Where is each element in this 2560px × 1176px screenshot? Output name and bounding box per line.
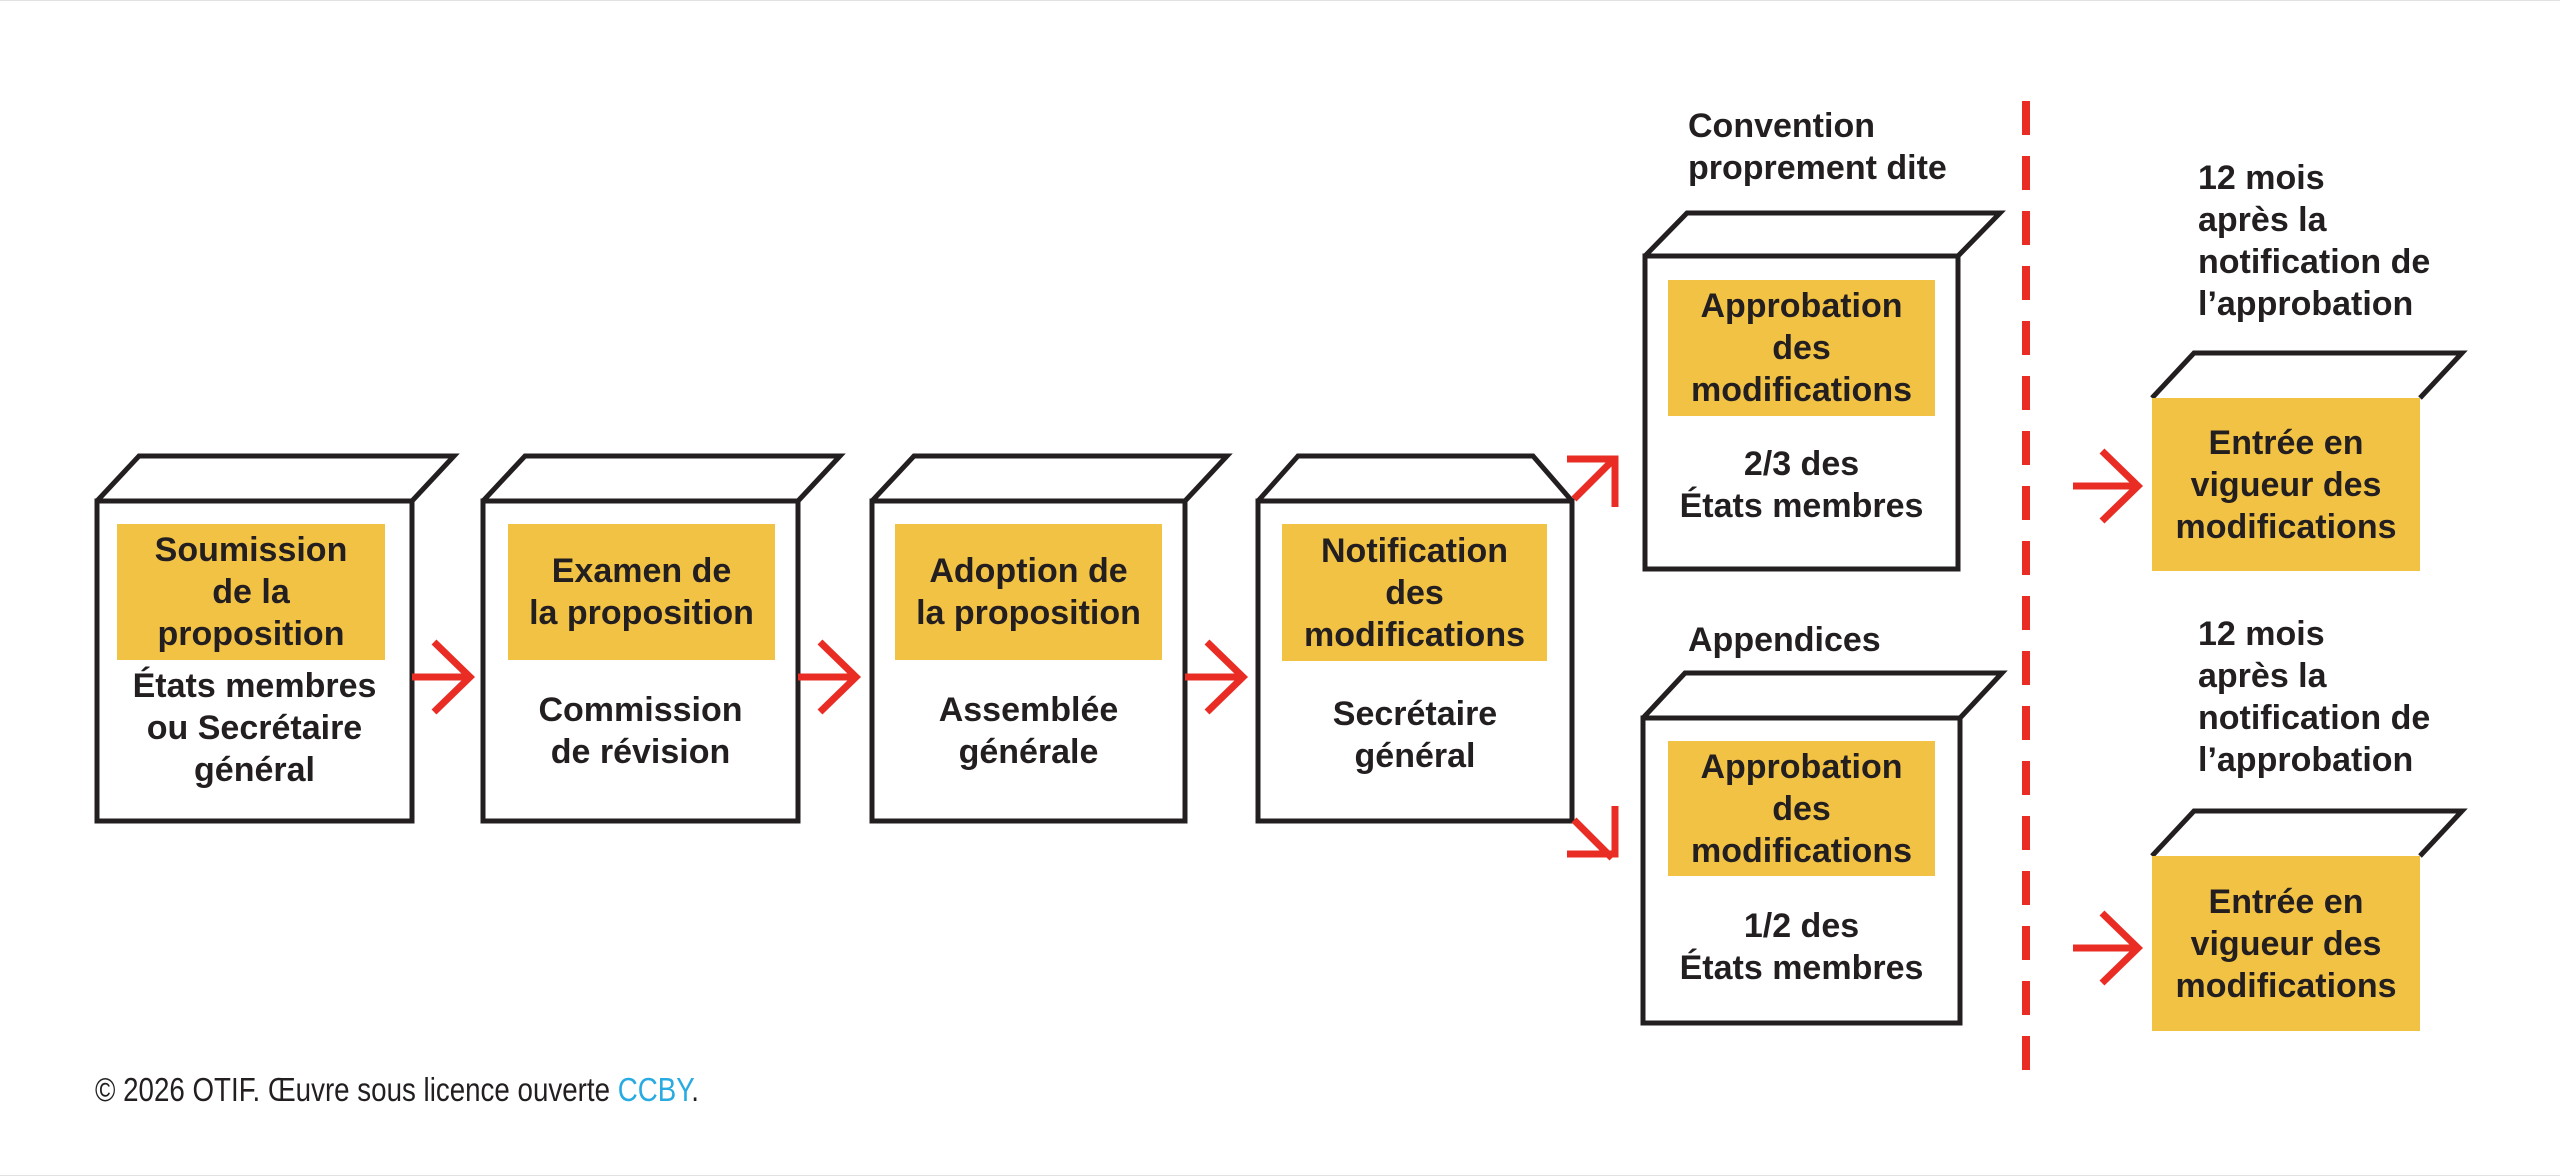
license-link[interactable]: CCBY (617, 1071, 692, 1108)
entry-arrow-2-icon (2073, 910, 2144, 986)
branch-down-arrow-icon (1567, 806, 1619, 861)
outcome-2-delay-label: 12 mois après la notification de l’appro… (2198, 615, 2431, 779)
branch-1-step-label: Approbation des modifications (1668, 280, 1935, 416)
outcome-1-delay-label: 12 mois après la notification de l’appro… (2198, 159, 2431, 323)
branch-1-heading: Convention proprement dite (1688, 107, 1947, 187)
flow-arrow-1-icon (412, 639, 476, 715)
branch-2-step-label: Approbation des modifications (1668, 741, 1935, 876)
entry-box-2-lid-shape (2150, 808, 2468, 858)
stage-2-step-label: Examen de la proposition (508, 524, 775, 660)
flow-arrow-2-icon (798, 639, 862, 715)
entry-box-1-lid-shape (2150, 350, 2468, 400)
stage-3-step-label: Adoption de la proposition (895, 524, 1162, 660)
branch-2-quorum-label: 1/2 des États membres (1679, 907, 1924, 987)
branch-2-heading: Appendices (1688, 621, 1881, 659)
outcome-1-result-label: Entrée en vigueur des modifications (2152, 398, 2420, 571)
branch-up-arrow-icon (1567, 455, 1619, 507)
stage-1-actor-label: États membres ou Secrétaire général (132, 667, 377, 789)
outcome-2-result-label: Entrée en vigueur des modifications (2152, 856, 2420, 1031)
stage-1-step-label: Soumission de la proposition (117, 524, 385, 660)
stage-2-actor-label: Commission de révision (538, 691, 743, 771)
stage-4-step-label: Notification des modifications (1282, 524, 1547, 661)
entry-arrow-1-icon (2073, 448, 2144, 524)
branch-1-quorum-label: 2/3 des États membres (1679, 445, 1924, 525)
stage-4-actor-label: Secrétaire général (1332, 695, 1498, 775)
flow-arrow-3-icon (1185, 639, 1249, 715)
stage-3-actor-label: Assemblée générale (938, 691, 1119, 771)
copyright-text: © 2026 OTIF. Œuvre sous licence ouverte (95, 1071, 611, 1108)
copyright-period: . (691, 1071, 699, 1108)
